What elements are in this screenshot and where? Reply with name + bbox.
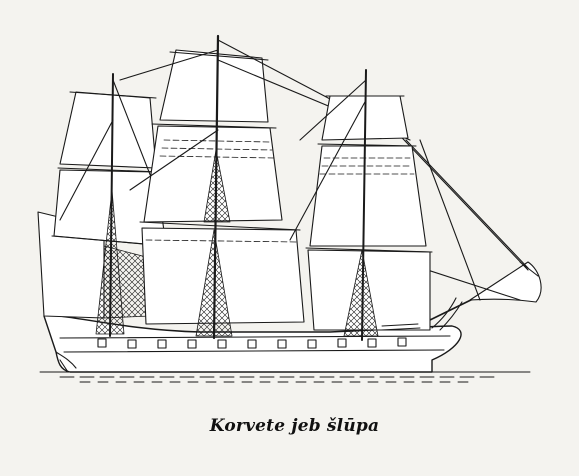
mizzen-mast (37, 73, 169, 337)
water-lines (39, 371, 531, 383)
deck-details (379, 323, 421, 331)
hull (43, 297, 463, 373)
figure-caption: Korvete jeb šlūpa (209, 416, 380, 436)
main-mast (119, 34, 411, 340)
fore-mast (289, 69, 433, 341)
